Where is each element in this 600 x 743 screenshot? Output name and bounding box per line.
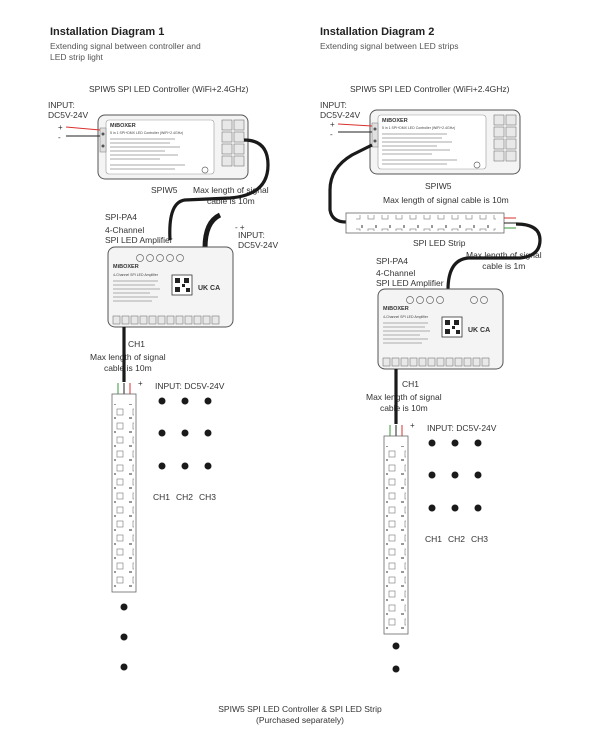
- diagram2-strip-label: SPI LED Strip: [413, 238, 466, 248]
- diagram2-amp-brand: MiBOXER: [383, 306, 409, 312]
- diagram1-continuation-dots: [120, 603, 128, 671]
- diagram2-ch2: CH2: [448, 534, 466, 544]
- diagram1-controller-heading: SPIW5 SPI LED Controller (WiFi+2.4GHz): [89, 84, 249, 94]
- diagram1-input-wires: + -: [58, 123, 101, 142]
- diagram2-amplifier-device: MiBOXER 4-Channel SPI LED Amplifier UK C…: [377, 288, 504, 370]
- diagram2-led-strip-horizontal: [345, 212, 505, 234]
- diagram2-amp-desc-line1: 4-Channel: [376, 268, 416, 278]
- footer-line1: SPIW5 SPI LED Controller & SPI LED Strip: [218, 704, 382, 714]
- diagram2-amp-desc-line2: SPI LED Amplifier: [376, 278, 444, 288]
- diagram2-continuation-dots: [392, 642, 400, 673]
- diagram2-title: Installation Diagram 2: [320, 26, 435, 38]
- diagram1-amp-marks: UK CA: [198, 285, 220, 292]
- svg-text:+: +: [138, 379, 143, 388]
- diagram1-led-strip: [111, 393, 137, 593]
- diagram2-controller-name: SPIW5: [425, 181, 452, 191]
- diagram2-controller-heading: SPIW5 SPI LED Controller (WiFi+2.4GHz): [350, 84, 510, 94]
- diagram1-subtitle-line2: LED strip light: [50, 52, 103, 62]
- diagram1-input-label: INPUT:: [48, 100, 75, 110]
- diagram2-strip-input: INPUT: DC5V-24V: [427, 423, 497, 433]
- diagram1-controller-name: SPIW5: [151, 185, 178, 195]
- diagram2-input-wires: + -: [330, 120, 373, 139]
- diagram1-amp-model: 4-Channel SPI LED Amplifier: [113, 273, 159, 277]
- diagram1-ch2: CH2: [176, 492, 194, 502]
- diagram2-signal-cable-1: [328, 143, 373, 224]
- footer-line2: (Purchased separately): [256, 715, 344, 725]
- diagram1-input-voltage: DC5V-24V: [48, 110, 89, 120]
- diagram2-controller-model: 5 in 1 SPI+DMX LED Controller (WiFi+2.4G…: [382, 126, 455, 130]
- diagram1-controller-device: MiBOXER 5 in 1 SPI+DMX LED Controller (W…: [97, 114, 249, 180]
- diagram1-ch3: CH3: [199, 492, 217, 502]
- diagram2-amp-model: 4-Channel SPI LED Amplifier: [383, 315, 429, 319]
- svg-text:+: +: [58, 123, 63, 132]
- diagram1-amp-name: SPI-PA4: [105, 212, 137, 222]
- diagram2-signal-cable-2: [446, 222, 542, 291]
- diagram1-amp-input-label: INPUT:: [238, 230, 265, 240]
- diagram1-strip-input: INPUT: DC5V-24V: [155, 381, 225, 391]
- diagram2-max-length-10m: Max length of signal cable is 10m: [383, 195, 509, 205]
- diagram2-channel-dots: [428, 439, 482, 512]
- diagram1-amp-power-cable: [202, 212, 222, 249]
- diagram1-ch1-label: CH1: [128, 339, 146, 349]
- diagram1-amp-brand: MiBOXER: [113, 264, 139, 270]
- diagram2-controller-device: MiBOXER 5 in 1 SPI+DMX LED Controller (W…: [369, 109, 521, 175]
- diagram2-ch3: CH3: [471, 534, 489, 544]
- diagram2-input-voltage: DC5V-24V: [320, 110, 361, 120]
- diagram1-amplifier-device: MiBOXER 4-Channel SPI LED Amplifier UK C…: [107, 246, 234, 328]
- diagram1-amp-desc-line2: SPI LED Amplifier: [105, 235, 173, 245]
- diagram2-ch1: CH1: [425, 534, 443, 544]
- diagram1-amp-input-voltage: DC5V-24V: [238, 240, 279, 250]
- diagram2-led-strip-vertical: [383, 435, 409, 635]
- diagram1-amp-desc-line1: 4-Channel: [105, 225, 145, 235]
- svg-text:-: -: [58, 133, 61, 142]
- svg-text:- +: - +: [235, 223, 245, 232]
- diagram2-amp-name: SPI-PA4: [376, 256, 408, 266]
- diagram1-controller-brand: MiBOXER: [110, 123, 136, 129]
- diagram2-controller-brand: MiBOXER: [382, 118, 408, 124]
- diagram2-amp-marks: UK CA: [468, 327, 490, 334]
- diagram1-ch1: CH1: [153, 492, 171, 502]
- diagram2-subtitle: Extending signal between LED strips: [320, 41, 459, 51]
- diagram1-signal-cable-1: [168, 138, 270, 241]
- diagram1-subtitle-line1: Extending signal between controller and: [50, 41, 201, 51]
- diagram1-controller-model: 5 in 1 SPI+DMX LED Controller (WiFi+2.4G…: [110, 131, 183, 135]
- svg-text:-: -: [330, 130, 333, 139]
- diagram2-ch1-label: CH1: [402, 379, 420, 389]
- svg-text:+: +: [410, 421, 415, 430]
- diagram2-input-label: INPUT:: [320, 100, 347, 110]
- diagram1-title: Installation Diagram 1: [50, 26, 165, 38]
- svg-text:+: +: [330, 120, 335, 129]
- diagram1-channel-dots: [158, 397, 212, 470]
